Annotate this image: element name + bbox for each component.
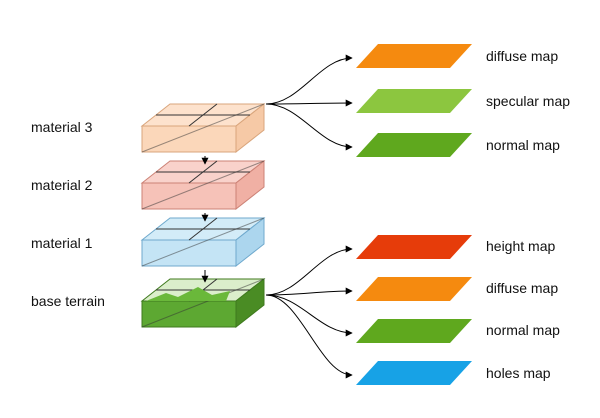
slab-base-terrain xyxy=(140,277,266,329)
material-map-label-specular: specular map xyxy=(486,93,570,109)
slab-side-base-terrain xyxy=(235,277,265,329)
slab-inner-line-material-3 xyxy=(188,103,218,127)
terrain-map-label-normal: normal map xyxy=(486,322,560,338)
layer-label-material-3: material 3 xyxy=(31,119,93,135)
material-map-label-diffuse: diffuse map xyxy=(486,48,558,64)
terrain-relief xyxy=(146,287,230,301)
terrain-map-arrow xyxy=(265,287,353,296)
map-tiles xyxy=(356,44,472,385)
map-arrows xyxy=(265,54,353,379)
terrain-map-arrow xyxy=(265,294,353,379)
slab-diagonal-material-3 xyxy=(141,103,265,153)
terrain-map-tile-diffuse xyxy=(356,277,472,301)
slab-diagonal-material-2 xyxy=(141,160,265,210)
material-map-arrow xyxy=(265,99,353,107)
material-map-label-normal: normal map xyxy=(486,137,560,153)
terrain-map-arrow xyxy=(265,294,353,337)
material-map-arrow xyxy=(265,103,353,151)
slab-material-1 xyxy=(140,216,266,268)
slab-inner-line-material-1 xyxy=(188,217,218,241)
material-map-tile-diffuse xyxy=(356,44,472,68)
terrain-map-arrow xyxy=(265,245,353,296)
layer-label-material-2: material 2 xyxy=(31,177,93,193)
material-map-tile-specular xyxy=(356,89,472,113)
layer-label-base-terrain: base terrain xyxy=(31,293,105,309)
terrain-map-label-height: height map xyxy=(486,238,555,254)
terrain-map-label-diffuse: diffuse map xyxy=(486,280,558,296)
slab-front-material-1 xyxy=(141,239,237,267)
slab-diagonal-base-terrain xyxy=(141,278,265,328)
slab-front-base-terrain xyxy=(141,300,237,328)
slab-side-material-1 xyxy=(235,216,265,268)
slab-side-material-3 xyxy=(235,102,265,154)
slab-front-material-2 xyxy=(141,182,237,210)
slab-material-3 xyxy=(140,102,266,154)
material-map-arrow xyxy=(265,54,353,105)
terrain-map-tile-height xyxy=(356,235,472,259)
layer-stack xyxy=(140,102,266,329)
slab-material-2 xyxy=(140,159,266,211)
slab-side-material-2 xyxy=(235,159,265,211)
slab-front-material-3 xyxy=(141,125,237,153)
layer-labels: material 3 material 2 material 1 base te… xyxy=(31,119,105,309)
layer-label-material-1: material 1 xyxy=(31,235,93,251)
terrain-map-label-holes: holes map xyxy=(486,365,551,381)
material-map-tile-normal xyxy=(356,133,472,157)
terrain-map-tile-normal xyxy=(356,319,472,343)
slab-inner-line-material-2 xyxy=(188,160,218,184)
slab-diagonal-material-1 xyxy=(141,217,265,267)
map-labels: diffuse map specular map normal map heig… xyxy=(486,48,570,381)
terrain-map-tile-holes xyxy=(356,361,472,385)
